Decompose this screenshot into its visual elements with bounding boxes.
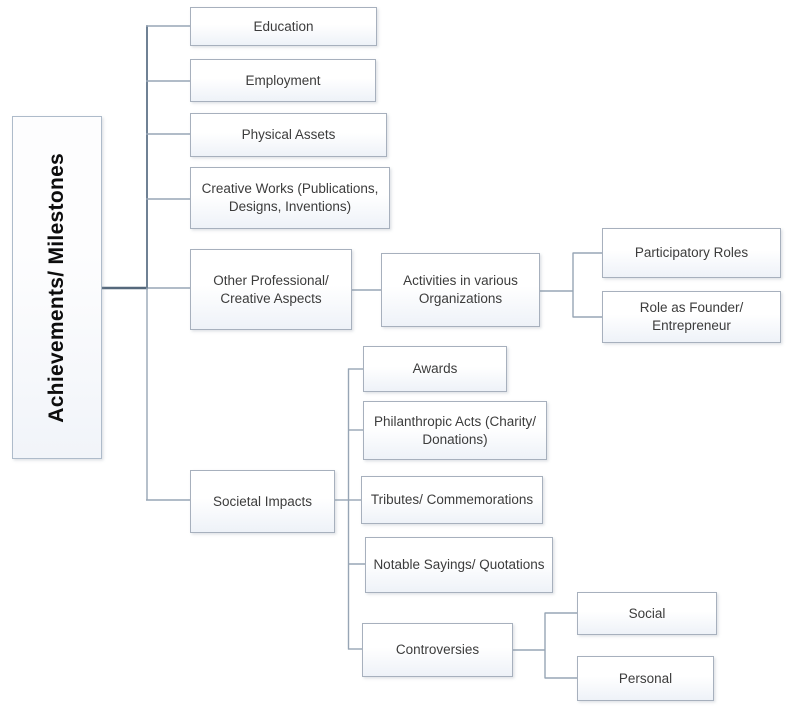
node-education: Education xyxy=(190,7,377,46)
node-creative-works-label: Creative Works (Publications, Designs, I… xyxy=(201,181,379,214)
node-other-professional: Other Professional/ Creative Aspects xyxy=(190,249,352,330)
node-employment: Employment xyxy=(190,59,376,102)
node-notable-sayings-label: Notable Sayings/ Quotations xyxy=(373,557,545,573)
node-awards-label: Awards xyxy=(412,361,458,377)
node-achievements-milestones-label: Achievements/ Milestones xyxy=(45,152,69,423)
node-controversies: Controversies xyxy=(362,623,513,677)
level1-connectors xyxy=(146,25,191,501)
node-achievements-milestones: Achievements/ Milestones xyxy=(12,116,102,459)
node-tributes: Tributes/ Commemorations xyxy=(361,476,543,524)
node-other-professional-label: Other Professional/ Creative Aspects xyxy=(213,272,329,306)
node-employment-label: Employment xyxy=(245,72,321,88)
node-personal: Personal xyxy=(577,656,714,701)
node-education-label: Education xyxy=(253,18,314,34)
societal-connectors xyxy=(335,368,366,650)
root-connector xyxy=(102,25,148,290)
activities-connectors xyxy=(352,252,603,318)
node-philanthropic-acts: Philanthropic Acts (Charity/ Donations) xyxy=(363,401,547,460)
node-physical-assets: Physical Assets xyxy=(190,113,387,157)
node-tributes-label: Tributes/ Commemorations xyxy=(370,492,534,508)
node-notable-sayings: Notable Sayings/ Quotations xyxy=(365,537,553,593)
node-controversies-label: Controversies xyxy=(395,642,480,658)
node-awards: Awards xyxy=(363,346,507,392)
node-societal-impacts: Societal Impacts xyxy=(190,470,335,533)
node-social-label: Social xyxy=(628,605,666,621)
node-philanthropic-acts-label: Philanthropic Acts (Charity/ Donations) xyxy=(373,413,537,447)
node-role-founder-label: Role as Founder/ Entrepreneur xyxy=(639,300,744,333)
node-creative-works: Creative Works (Publications, Designs, I… xyxy=(190,167,390,229)
node-physical-assets-label: Physical Assets xyxy=(241,127,336,143)
node-role-founder: Role as Founder/ Entrepreneur xyxy=(602,291,781,343)
node-participatory-roles: Participatory Roles xyxy=(602,228,781,278)
node-social: Social xyxy=(577,592,717,635)
node-societal-impacts-label: Societal Impacts xyxy=(212,493,313,509)
node-personal-label: Personal xyxy=(618,670,673,686)
controversies-connectors xyxy=(513,612,578,679)
node-activities-organizations-label: Activities in various Organizations xyxy=(403,273,518,306)
node-participatory-roles-label: Participatory Roles xyxy=(634,245,749,261)
node-activities-organizations: Activities in various Organizations xyxy=(381,253,540,327)
